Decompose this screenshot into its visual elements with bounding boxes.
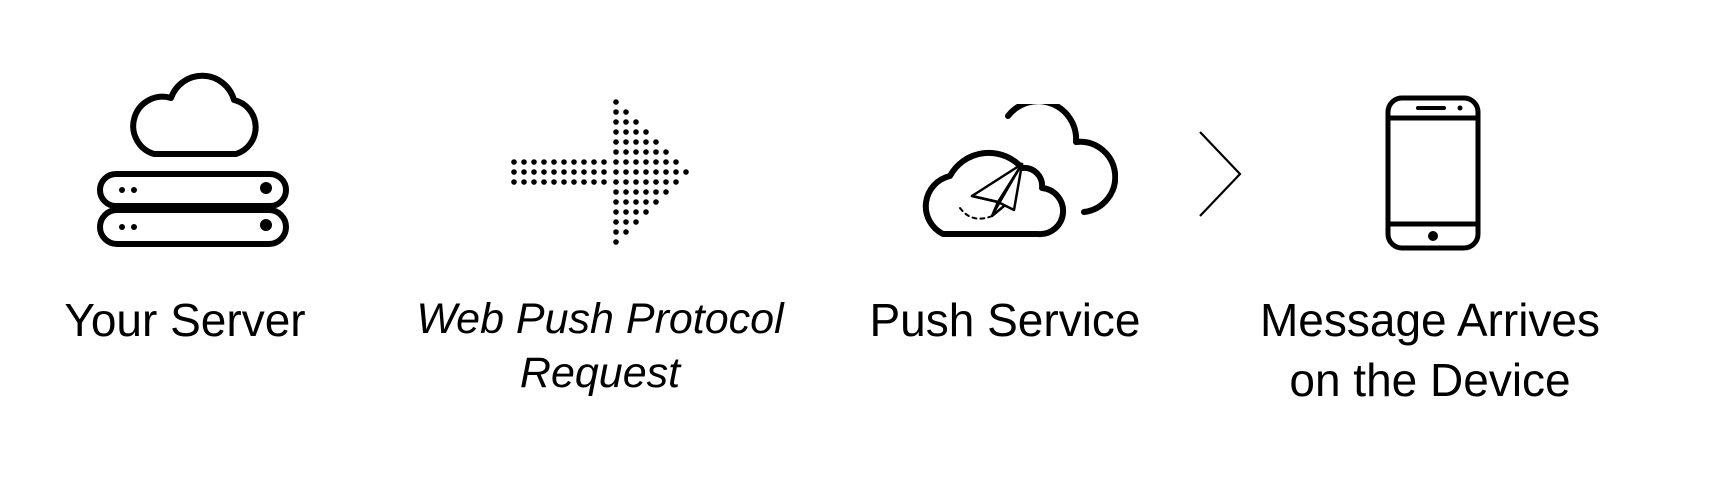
server-label: Your Server bbox=[30, 290, 340, 350]
device-label-line-1: Message Arrives bbox=[1259, 294, 1600, 346]
dotted-arrow-icon bbox=[506, 92, 696, 257]
device-label: Message Arrives on the Device bbox=[1230, 290, 1630, 410]
chevron-right-icon bbox=[1196, 130, 1246, 225]
cloud-paper-plane-icon bbox=[918, 98, 1119, 249]
push-service-label-line: Push Service bbox=[869, 294, 1141, 346]
cloud-server-icon bbox=[96, 70, 296, 285]
protocol-label-line-2: Request bbox=[519, 349, 681, 397]
protocol-label: Web Push Protocol Request bbox=[400, 292, 800, 400]
push-service-label: Push Service bbox=[840, 290, 1170, 350]
server-label-line: Your Server bbox=[64, 294, 306, 346]
protocol-label-line-1: Web Push Protocol bbox=[416, 295, 784, 343]
device-label-line-2: on the Device bbox=[1289, 354, 1571, 406]
smartphone-icon bbox=[1384, 94, 1484, 259]
